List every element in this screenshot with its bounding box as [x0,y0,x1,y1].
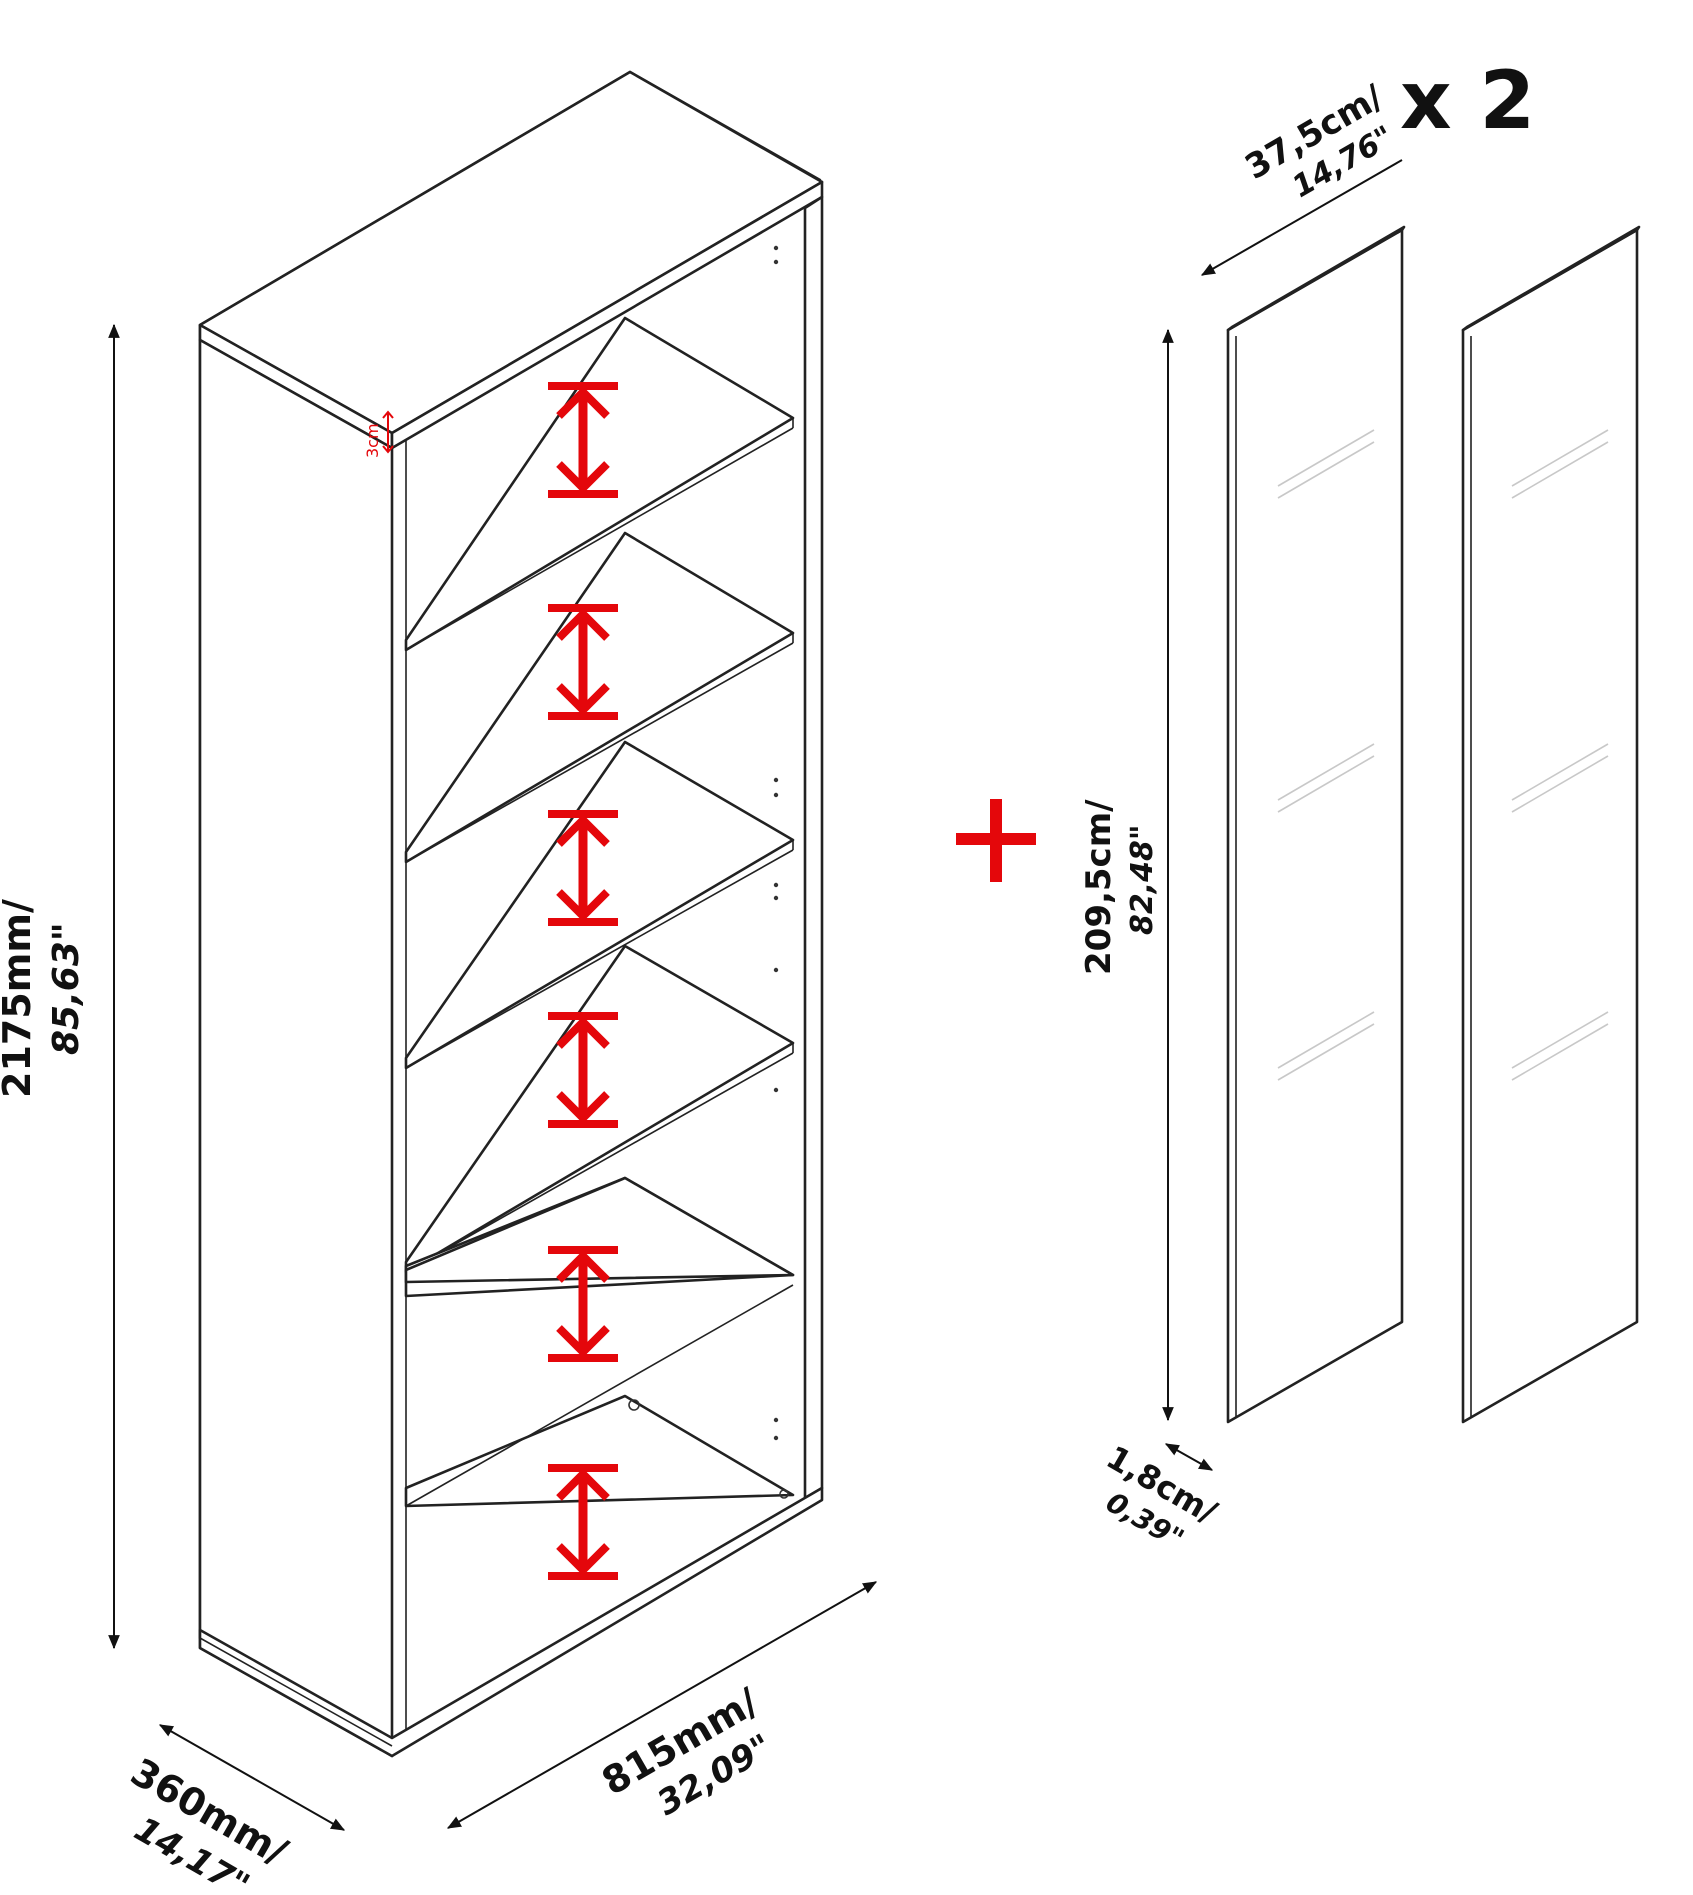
top-gap-indicator: 3cm [363,410,394,458]
height-mm-label: 2175mm/ [0,899,39,1098]
double-headed-vertical-arrow-icon [548,604,618,720]
double-headed-vertical-arrow-icon [548,1246,618,1362]
shelf-support-holes [628,245,789,1499]
top-gap-label: 3cm [363,423,382,458]
width-dimension-line [446,1581,878,1829]
bookcase-shelves [404,316,795,1508]
depth-dimension-line [158,1724,346,1831]
door-height-in-label: 82,48" [1125,824,1160,935]
double-headed-vertical-arrow-icon [548,1012,618,1128]
double-headed-vertical-arrow-icon [548,1464,618,1580]
bookcase-right-side-panel [803,195,824,1500]
double-headed-vertical-arrow-icon [548,382,618,498]
door-width-dimension-line [1200,159,1403,276]
double-headed-vertical-arrow-icon [548,810,618,926]
glass-door-2 [1461,225,1641,1424]
door-height-cm-label: 209,5cm/ [1079,799,1119,975]
bookcase [198,70,824,1758]
door-thickness-dimension-line [1164,1443,1214,1471]
glass-doors [1226,225,1641,1424]
door-count-label: x 2 [1400,54,1535,147]
height-in-label: 85,63" [46,922,87,1055]
plus-icon [956,799,1036,882]
glass-door-1 [1226,225,1406,1424]
door-dimensions: 37,5cm/ 14,76" x 2 209,5cm/ 82,48" 1,8cm… [1079,54,1535,1556]
shelf-6 [404,1394,795,1508]
bookcase-left-side-panel [198,338,394,1758]
bookcase-bottom-plinth [198,1486,824,1758]
shelf-adjust-arrows [548,382,618,1580]
